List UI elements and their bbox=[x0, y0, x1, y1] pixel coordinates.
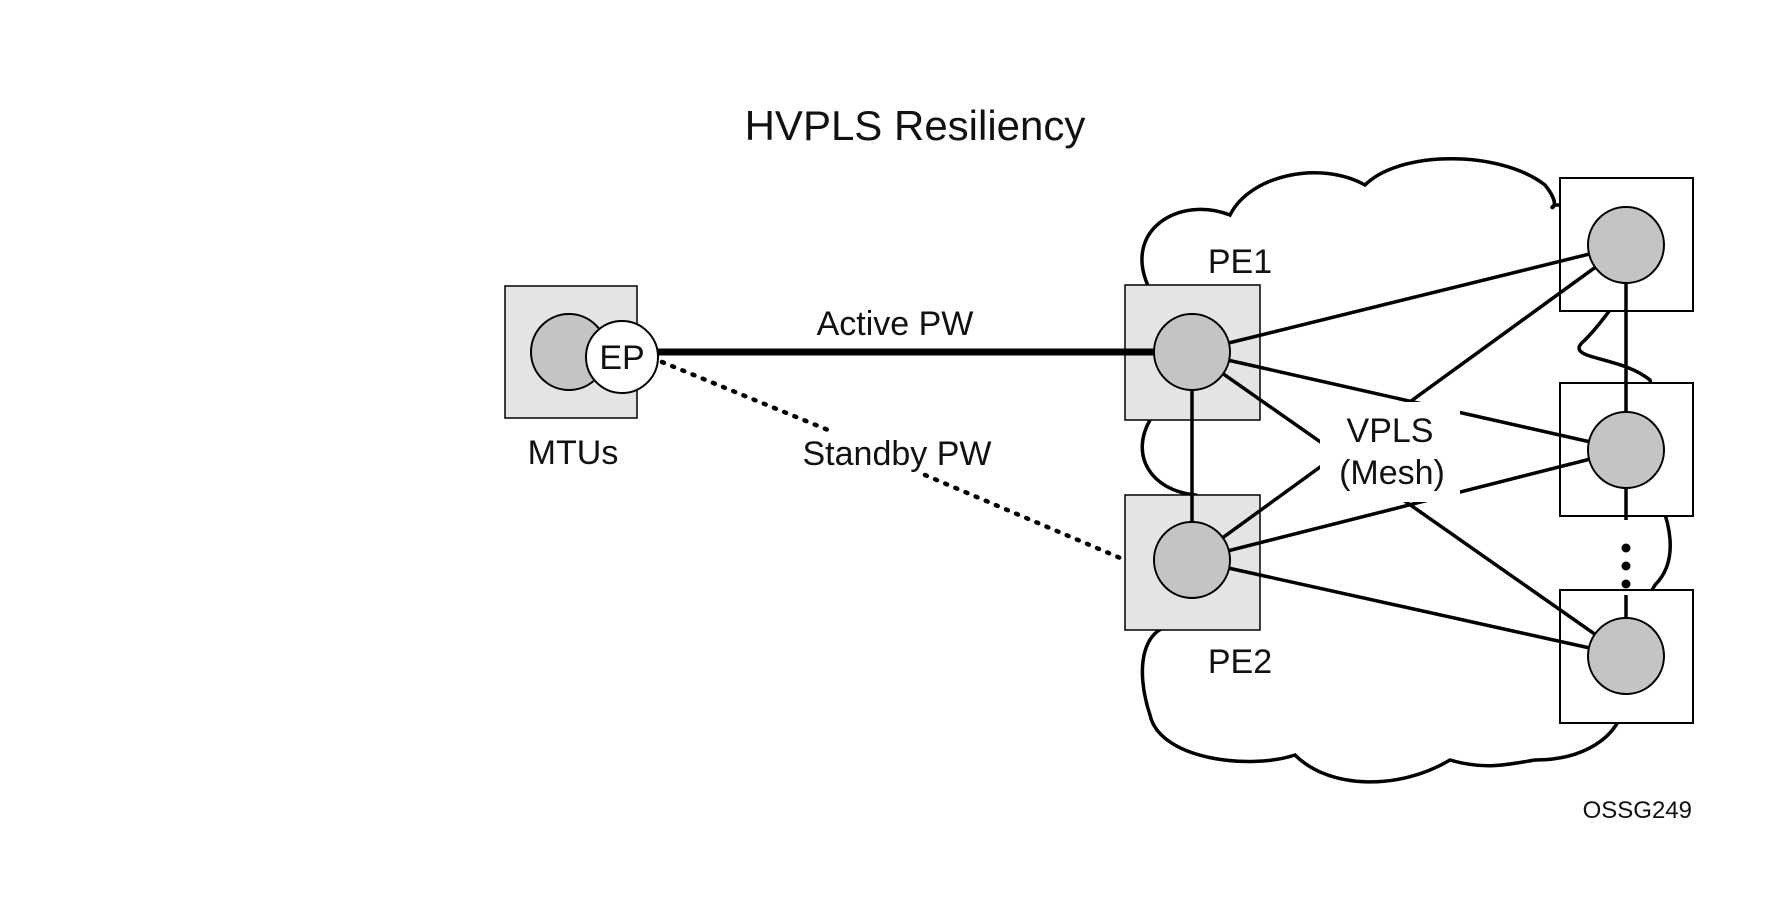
remote-node-middle bbox=[1587, 411, 1665, 489]
diagram-title: HVPLS Resiliency bbox=[745, 102, 1086, 149]
mtus-label: MTUs bbox=[528, 434, 619, 472]
active-pw-label: Active PW bbox=[817, 305, 974, 343]
figure-id: OSSG249 bbox=[1583, 797, 1692, 824]
vpls-label-line1: VPLS bbox=[1347, 412, 1434, 450]
link-pe1-remote-top bbox=[1191, 243, 1627, 354]
ellipsis-dots bbox=[1621, 543, 1631, 589]
ep-node bbox=[585, 320, 659, 394]
remote-node-bottom bbox=[1587, 617, 1665, 695]
pe2-node bbox=[1153, 521, 1231, 599]
remote-node-top bbox=[1587, 206, 1665, 284]
ep-label: EP bbox=[599, 339, 644, 377]
link-pe2-remote-bottom bbox=[1191, 558, 1627, 658]
pe2-label: PE2 bbox=[1208, 643, 1272, 681]
vpls-label-backdrop bbox=[1320, 402, 1460, 502]
vpls-label-line2: (Mesh) bbox=[1339, 454, 1445, 492]
standby-pw-line bbox=[659, 359, 1128, 563]
link-pe2-remote-middle bbox=[1191, 448, 1627, 562]
pe1-node bbox=[1153, 313, 1231, 391]
standby-pw-label: Standby PW bbox=[803, 435, 992, 473]
pe1-label: PE1 bbox=[1208, 243, 1272, 281]
